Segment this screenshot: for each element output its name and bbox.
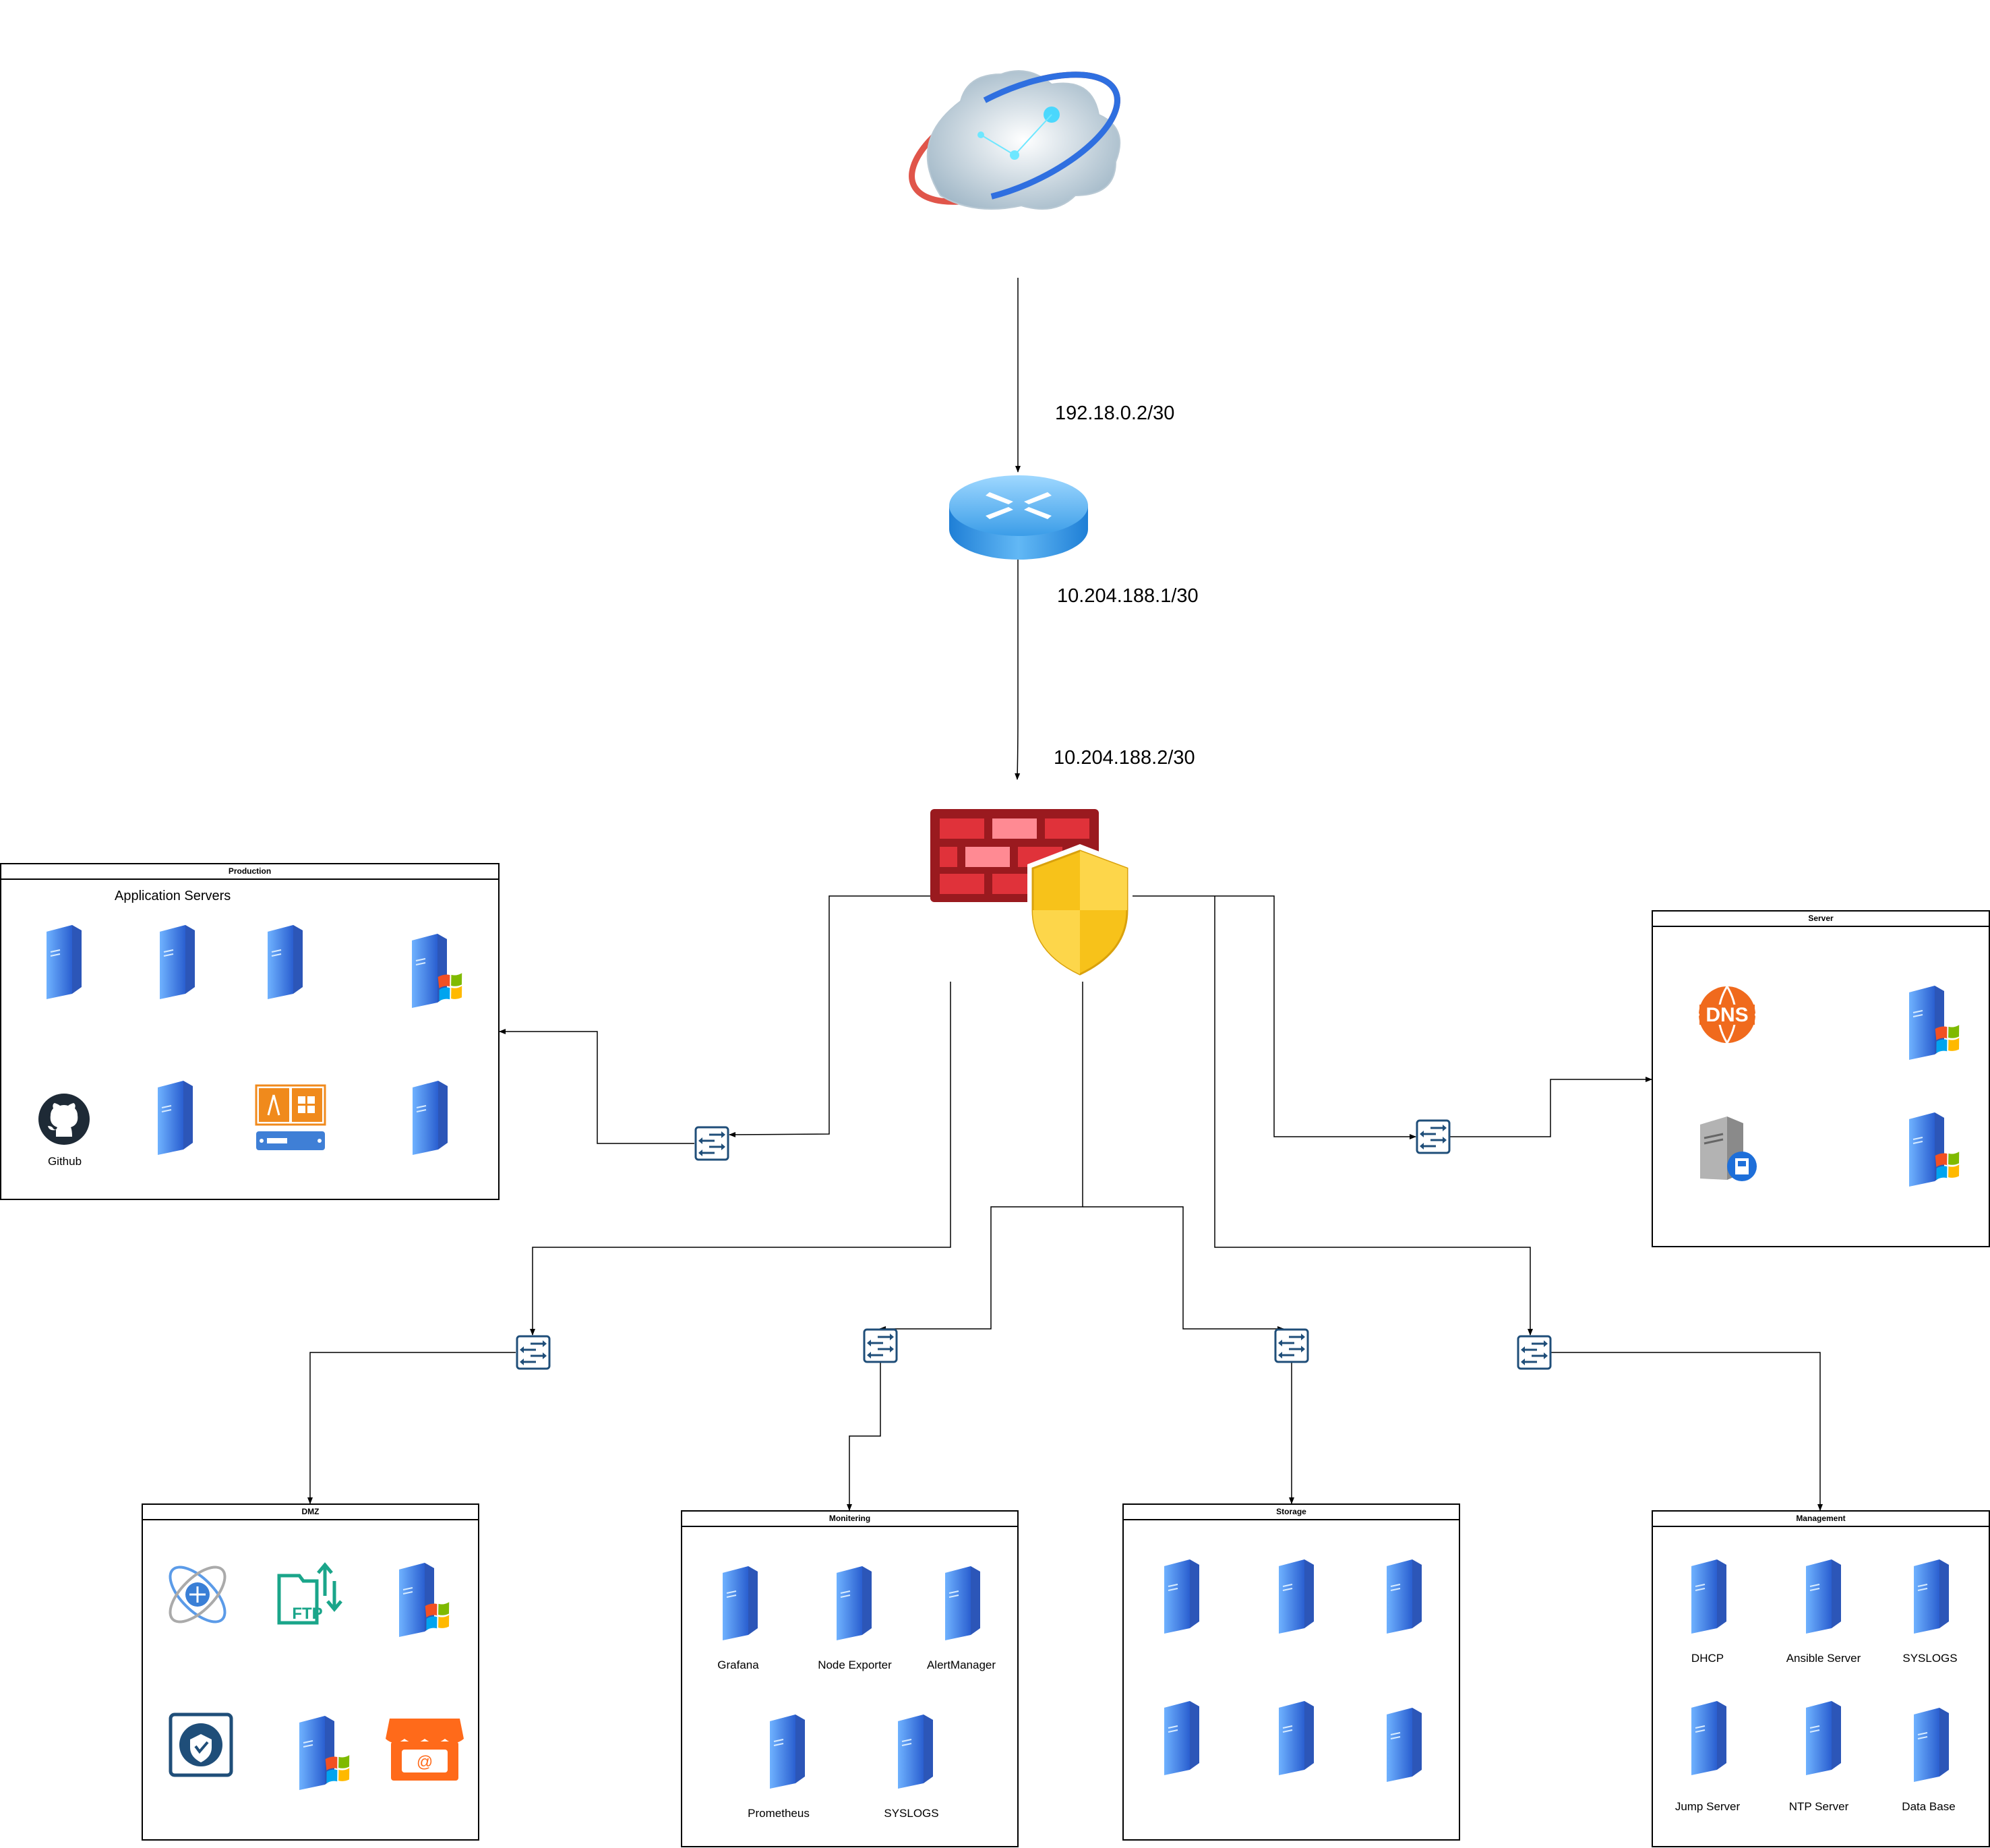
link-sw-monitoring: [847, 1362, 881, 1511]
windows-server-icon[interactable]: [390, 1563, 457, 1637]
monitoring-label-node-exporter: Node Exporter: [818, 1659, 892, 1671]
ip-label-router: 10.204.188.1/30: [1057, 585, 1199, 607]
link-fw-sw-production: [729, 895, 930, 1137]
group-title: Server: [1653, 912, 1989, 927]
management-label-dhcp: DHCP: [1691, 1652, 1724, 1665]
group-server: Server: [1652, 910, 1990, 1247]
server-icon[interactable]: [1904, 1708, 1952, 1782]
storage-server-icon[interactable]: [1693, 1111, 1761, 1185]
internet-cloud-icon: [909, 70, 1121, 210]
link-fw-sw-management: [1214, 896, 1533, 1336]
svg-text:FTP: FTP: [292, 1605, 322, 1623]
github-label: Github: [47, 1155, 82, 1168]
windows-server-icon[interactable]: [402, 934, 470, 1008]
server-icon[interactable]: [1377, 1708, 1424, 1782]
switch-icon-management[interactable]: [1517, 1335, 1552, 1370]
server-icon[interactable]: [1682, 1559, 1729, 1634]
management-label-database: Data Base: [1902, 1800, 1956, 1813]
ftp-icon[interactable]: FTP: [276, 1561, 344, 1628]
svg-text:@: @: [417, 1753, 433, 1771]
server-icon[interactable]: [713, 1566, 760, 1640]
link-sw-dmz: [307, 1352, 516, 1504]
server-icon[interactable]: [760, 1715, 808, 1789]
management-label-ansible: Ansible Server: [1786, 1652, 1861, 1665]
web-service-icon[interactable]: [160, 1557, 235, 1632]
server-icon[interactable]: [1269, 1701, 1317, 1775]
server-icon[interactable]: [888, 1715, 936, 1789]
mail-shop-icon[interactable]: @: [384, 1716, 465, 1783]
link-sw-management: [1550, 1352, 1823, 1511]
group-dmz: DMZ: [142, 1503, 479, 1841]
os-appliance-icon[interactable]: [255, 1084, 326, 1153]
connectors: [307, 278, 1901, 1511]
windows-server-icon[interactable]: [1900, 1112, 1967, 1187]
switch-icon-production[interactable]: [694, 1126, 729, 1161]
server-icon[interactable]: [1904, 1559, 1952, 1634]
management-label-syslogs: SYSLOGS: [1902, 1652, 1958, 1665]
server-icon[interactable]: [827, 1566, 874, 1640]
monitoring-label-prometheus: Prometheus: [748, 1807, 810, 1820]
group-storage: Storage: [1122, 1503, 1460, 1841]
dns-icon[interactable]: DNS: [1697, 984, 1757, 1045]
firewall-icon: [930, 809, 1133, 981]
switch-icon-dmz[interactable]: [516, 1335, 551, 1370]
monitoring-label-alertmanager: AlertManager: [926, 1659, 996, 1671]
server-icon[interactable]: [1155, 1559, 1202, 1634]
server-icon[interactable]: [1155, 1701, 1202, 1775]
server-icon[interactable]: [150, 925, 198, 999]
server-icon[interactable]: [403, 1081, 450, 1155]
switch-icon-server[interactable]: [1416, 1119, 1451, 1154]
group-title: Management: [1653, 1512, 1989, 1527]
group-monitoring: Monitering: [681, 1510, 1019, 1847]
server-icon[interactable]: [1377, 1559, 1424, 1634]
windows-server-icon[interactable]: [1900, 986, 1967, 1060]
production-subtitle: Application Servers: [115, 889, 231, 903]
ip-label-isp: 192.18.0.2/30: [1055, 403, 1175, 424]
management-label-ntp-server: NTP Server: [1788, 1800, 1849, 1813]
server-icon[interactable]: [37, 925, 84, 999]
management-label-jump-server: Jump Server: [1675, 1800, 1741, 1813]
server-icon[interactable]: [258, 925, 305, 999]
link-sw-production: [499, 1029, 694, 1144]
server-icon[interactable]: [1797, 1559, 1844, 1634]
link-router-firewall: [1015, 560, 1021, 780]
switch-icon-storage[interactable]: [1274, 1328, 1309, 1363]
switch-icon-monitoring[interactable]: [863, 1328, 898, 1363]
link-fw-sw-monitoring: [879, 982, 1083, 1332]
server-icon[interactable]: [1269, 1559, 1317, 1634]
link-fw-sw-server: [1133, 895, 1416, 1139]
group-title: Storage: [1124, 1505, 1459, 1520]
windows-server-icon[interactable]: [290, 1716, 357, 1790]
monitoring-label-grafana: Grafana: [717, 1659, 759, 1671]
github-icon[interactable]: [37, 1092, 91, 1146]
router-icon: [949, 475, 1088, 560]
link-sw-server: [1449, 1077, 1652, 1137]
group-title: DMZ: [143, 1505, 478, 1520]
server-icon[interactable]: [148, 1081, 195, 1155]
monitoring-label-syslogs: SYSLOGS: [884, 1807, 939, 1820]
link-fw-sw-dmz: [530, 982, 951, 1336]
ip-label-firewall: 10.204.188.2/30: [1054, 747, 1195, 769]
server-icon[interactable]: [1682, 1701, 1729, 1775]
server-icon[interactable]: [936, 1566, 983, 1640]
svg-text:DNS: DNS: [1706, 1004, 1748, 1026]
secure-web-icon[interactable]: [169, 1712, 233, 1777]
group-title: Production: [1, 864, 498, 880]
server-icon[interactable]: [1797, 1701, 1844, 1775]
group-title: Monitering: [682, 1512, 1017, 1527]
link-fw-sw-storage: [1083, 1206, 1284, 1332]
